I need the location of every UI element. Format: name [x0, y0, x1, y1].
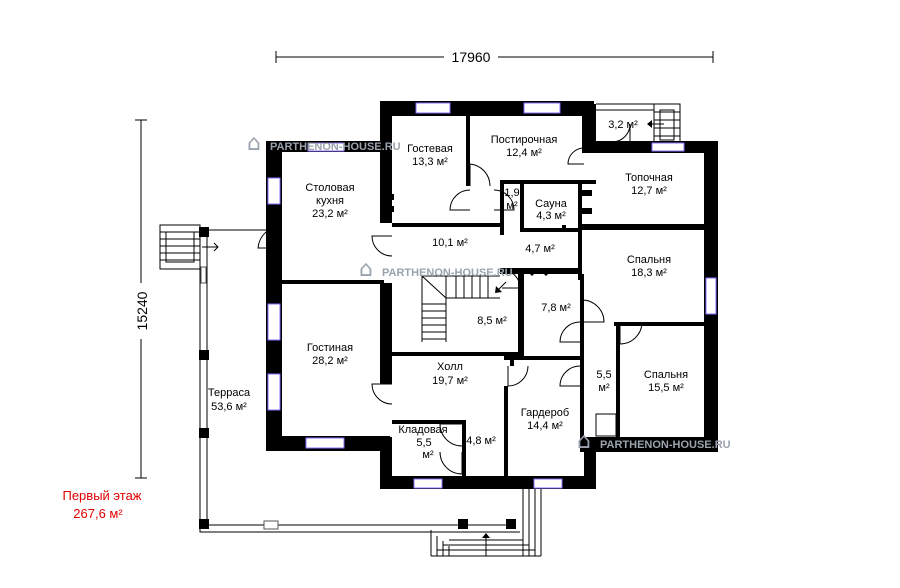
interior-walls: [282, 116, 704, 478]
watermark-logo-3: ⌂ PARTHENON-HOUSE.RU: [577, 429, 731, 454]
door-swings: [257, 123, 643, 475]
floor-area: 267,6 м²: [73, 506, 123, 521]
room-hall-name: Холл: [437, 361, 463, 373]
room-kitchen-name1: Столовая: [305, 182, 354, 194]
watermark-text: PARTHENON-HOUSE.RU: [600, 439, 731, 451]
room-kitchen-name2: кухня: [316, 195, 344, 207]
room-guest-name: Гостевая: [407, 143, 453, 155]
watermark-text: PARTHENON-HOUSE.RU: [270, 141, 401, 153]
watermark-logo-1: ⌂ PARTHENON-HOUSE.RU: [247, 131, 401, 156]
terrace-railing-windows: [200, 266, 279, 530]
room-pantry-area1: 5,5: [416, 437, 431, 449]
room-hallway-area1: 5,5: [596, 369, 611, 381]
watermark-icon: ⌂: [577, 429, 591, 454]
terrace-posts: [199, 227, 516, 529]
room-bedroom1-area: 18,3 м²: [631, 267, 667, 279]
room-hallway-area2: м²: [598, 382, 610, 394]
room-sauna-area: 4,3 м²: [536, 210, 566, 222]
interior-staircase: [421, 275, 500, 342]
room-pantry-name: Кладовая: [398, 424, 447, 436]
floor-caption: Первый этаж 267,6 м²: [62, 488, 141, 521]
room-shower-area1: 1,9: [504, 187, 519, 199]
wall-details: [383, 190, 592, 331]
room-corridor-area: 10,1 м²: [432, 237, 468, 249]
left-entry-stairs: [159, 224, 201, 270]
watermark-logo-2: ⌂ PARTHENON-HOUSE.RU: [359, 257, 513, 282]
room-furnace-name: Топочная: [625, 172, 673, 184]
room-labels: Гостевая 13,3 м² Постирочная 12,4 м² 3,2…: [208, 119, 688, 461]
room-pantry-area2: м²: [422, 449, 434, 461]
room-living-area: 28,2 м²: [312, 355, 348, 367]
floor-name: Первый этаж: [62, 488, 141, 503]
dimension-width-label: 17960: [452, 49, 491, 65]
fixture-boxes: [595, 413, 617, 437]
room-stairs-area: 8,5 м²: [477, 315, 507, 327]
room-shower-area2: м²: [506, 200, 518, 212]
room-furnace-area: 12,7 м²: [631, 185, 667, 197]
room-bedroom1-name: Спальня: [627, 254, 671, 266]
room-kitchen-area: 23,2 м²: [312, 208, 348, 220]
room-wardrobe-area: 14,4 м²: [527, 420, 563, 432]
room-laundry-area: 12,4 м²: [506, 147, 542, 159]
watermark-text: PARTHENON-HOUSE.RU: [382, 267, 513, 279]
exterior-walls: [266, 101, 718, 489]
room-terrace-name: Терраса: [208, 387, 251, 399]
room-hall-area: 19,7 м²: [432, 375, 468, 387]
room-terrace-area: 53,6 м²: [211, 401, 247, 413]
dimension-height-label: 15240: [134, 291, 150, 330]
room-guest-area: 13,3 м²: [412, 156, 448, 168]
room-washroom-area: 4,7 м²: [525, 243, 555, 255]
room-living-name: Гостиная: [307, 342, 353, 354]
room-laundry-name: Постирочная: [491, 134, 558, 146]
windows: [267, 102, 717, 489]
room-tambour-area: 4,8 м²: [466, 435, 496, 447]
room-bath-area: 7,8 м²: [541, 302, 571, 314]
watermark-icon: ⌂: [247, 131, 261, 156]
room-vestibule-area: 3,2 м²: [608, 119, 638, 131]
room-bedroom2-area: 15,5 м²: [648, 382, 684, 394]
room-wardrobe-name: Гардероб: [521, 407, 569, 419]
room-sauna-name: Сауна: [535, 198, 568, 210]
room-bedroom2-name: Спальня: [644, 369, 688, 381]
watermark-icon: ⌂: [359, 257, 373, 282]
